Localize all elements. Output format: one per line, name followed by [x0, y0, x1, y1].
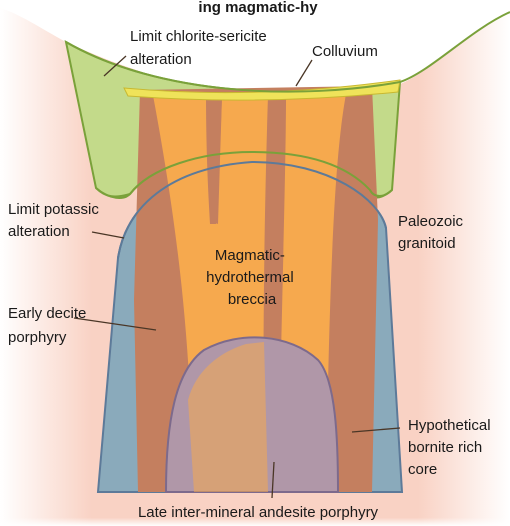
- label-decite-line-2: porphyry: [8, 329, 67, 346]
- label-colluvium-line-1: Colluvium: [312, 43, 378, 60]
- label-breccia-line-3: breccia: [228, 291, 277, 308]
- label-breccia-line-1: Magmatic-: [215, 247, 285, 264]
- label-chlorite-sericite-line-2: alteration: [130, 51, 192, 68]
- label-chlorite-sericite-line-1: Limit chlorite-sericite: [130, 28, 267, 45]
- label-potassic-line-1: Limit potassic: [8, 201, 99, 218]
- label-bornite-line-1: Hypothetical: [408, 417, 491, 434]
- label-andesite-line-1: Late inter-mineral andesite porphyry: [138, 504, 379, 521]
- label-decite-line-1: Early decite: [8, 305, 86, 322]
- label-breccia-line-2: hydrothermal: [206, 269, 294, 286]
- label-colluvium: Colluvium: [312, 43, 378, 60]
- title-fragment: ing magmatic-hy: [198, 0, 318, 16]
- label-granitoid-line-1: Paleozoic: [398, 213, 464, 230]
- label-granitoid-line-2: granitoid: [398, 235, 456, 252]
- label-bornite-line-3: core: [408, 461, 437, 478]
- label-bornite-line-2: bornite rich: [408, 439, 482, 456]
- label-potassic-line-2: alteration: [8, 223, 70, 240]
- label-andesite: Late inter-mineral andesite porphyry: [138, 504, 379, 521]
